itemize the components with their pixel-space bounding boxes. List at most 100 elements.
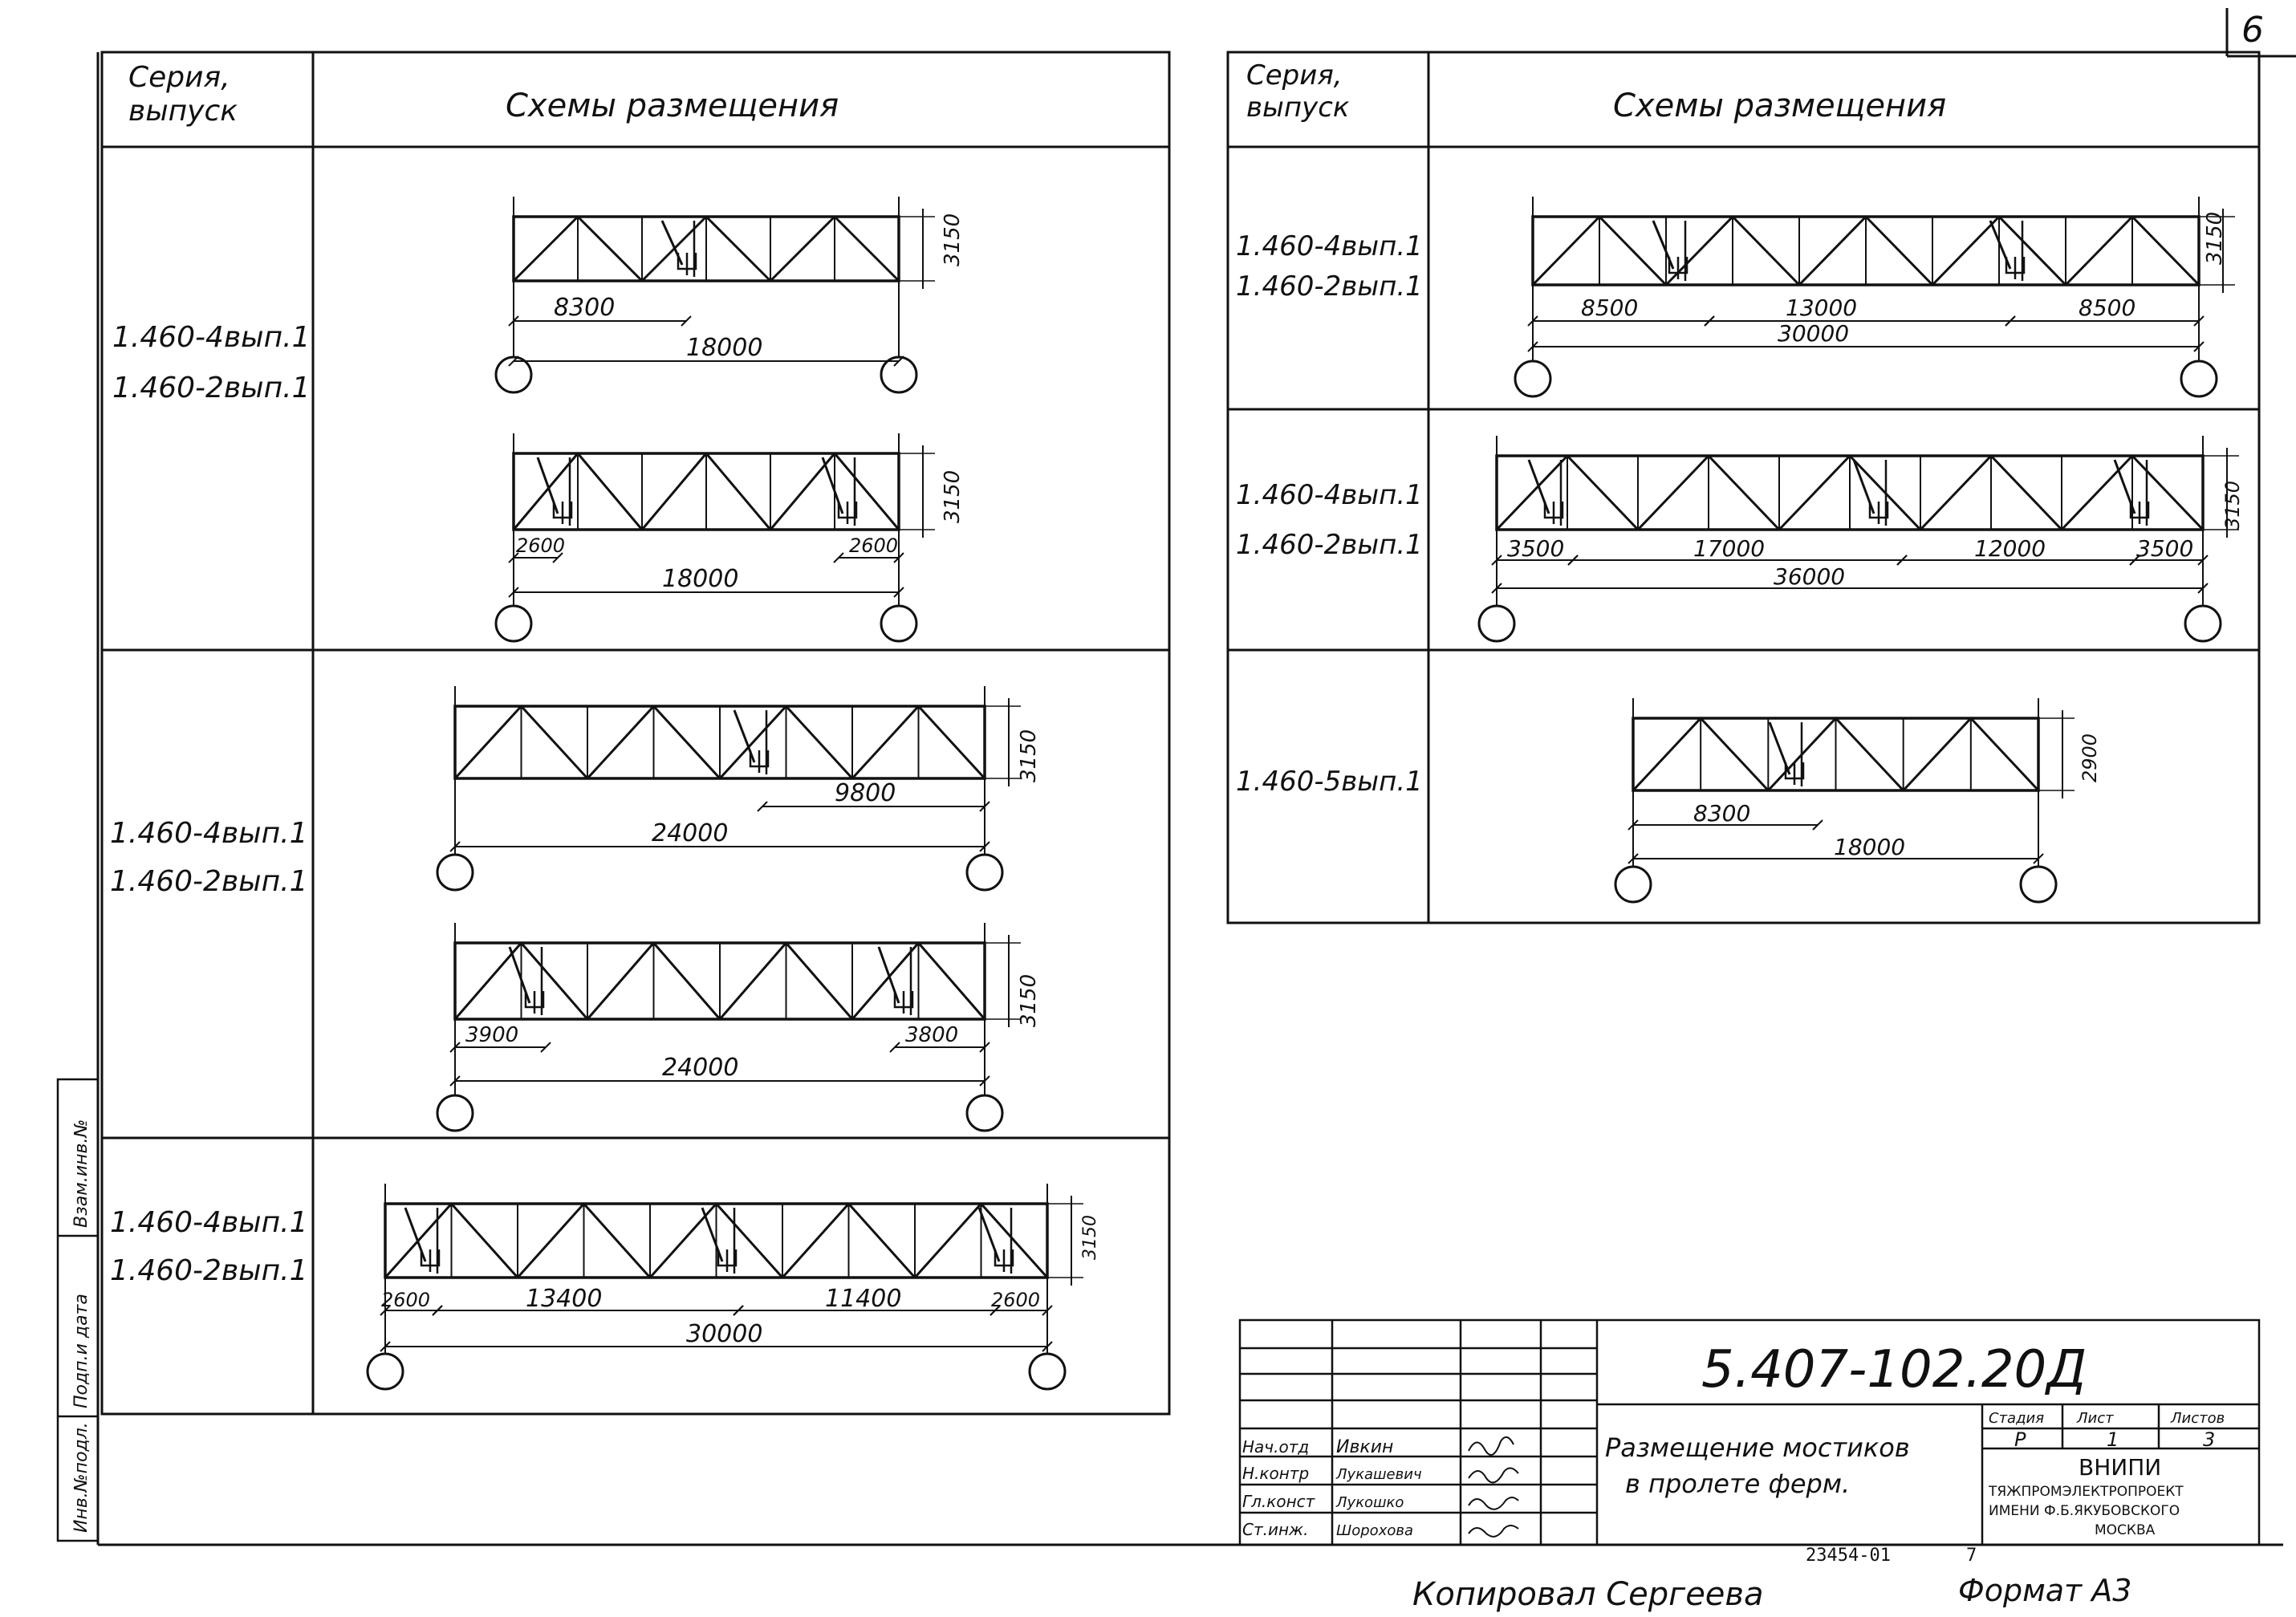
doc-title-line-1: Размещение мостиков	[1605, 1432, 1910, 1463]
sheet-header: Лист	[2076, 1410, 2114, 1427]
format-label: Формат А3	[1958, 1573, 2131, 1608]
truss-diagonal	[1700, 717, 1770, 792]
dimension-tick	[979, 801, 990, 812]
left-row3-series-2: 1.460-2вып.1	[110, 1254, 307, 1287]
dim-label: 3500	[2136, 535, 2193, 562]
dim-label: 3800	[905, 1023, 958, 1047]
dimension-tick	[979, 1075, 990, 1087]
truss-diagonal	[769, 453, 836, 530]
dimension-tick	[681, 315, 692, 327]
dimension-tick	[1628, 853, 1639, 864]
truss-diagonal	[2131, 215, 2201, 286]
dim-label: 18000	[662, 565, 738, 593]
org-line-4: МОСКВА	[2095, 1522, 2156, 1538]
dim-label: 24000	[652, 819, 728, 847]
left-row1-series-1: 1.460-4вып.1	[112, 321, 310, 354]
truss-diagonal	[1969, 717, 2040, 792]
left-table-grid	[100, 51, 1171, 1416]
truss-diagonal	[718, 942, 787, 1020]
support-circle	[494, 604, 533, 643]
support-circle	[1614, 865, 1652, 904]
truss-diagonal	[1798, 215, 1867, 286]
dimension-tick	[552, 552, 563, 563]
truss-diagonal	[2064, 215, 2134, 286]
bridge-handrail	[837, 502, 858, 524]
role-label: Н.контр	[1242, 1464, 1309, 1483]
bridge-handrail	[1784, 762, 1805, 785]
role-label: Гл.конст	[1242, 1492, 1316, 1511]
truss-diagonal	[450, 1202, 519, 1279]
truss-diagonal	[1636, 454, 1710, 531]
truss-diagonal	[576, 453, 644, 530]
side-stamp-sign: Подп.и дата	[71, 1294, 91, 1408]
bridge-handrail	[1668, 257, 1688, 279]
dim-label: 8300	[1693, 800, 1750, 827]
support-circle	[1477, 604, 1516, 643]
right-table-header: Серия, выпуск Схемы размещения	[1246, 59, 1946, 124]
dim-label: 30000	[1778, 320, 1849, 347]
dimension-tick	[449, 841, 461, 852]
dim-label: 11400	[825, 1285, 901, 1313]
truss-diagrams	[366, 197, 2239, 1391]
dim-label: 36000	[1774, 563, 1845, 590]
truss-diagonal	[1919, 454, 1993, 531]
bridge-handrail	[2005, 257, 2026, 279]
right-header-series-1: Серия,	[1246, 59, 1343, 91]
bridge-handrail	[1543, 502, 1564, 524]
support-circle	[1514, 360, 1552, 398]
truss-diagram	[1614, 698, 2075, 904]
truss-diagonal	[512, 453, 579, 530]
truss-diagonal	[516, 1202, 585, 1279]
truss-diagonal	[1835, 717, 1904, 792]
sheet-number: 6	[2241, 10, 2264, 51]
doc-title-line-2: в пролете ферм.	[1625, 1469, 1850, 1499]
truss-diagonal	[453, 705, 522, 780]
right-header-series-2: выпуск	[1246, 91, 1350, 124]
height-label: 3150	[941, 213, 965, 266]
dimension-tick	[979, 1042, 990, 1053]
truss-diagonal	[1902, 717, 1972, 792]
dimension-tick	[2193, 315, 2205, 327]
support-circle	[880, 355, 918, 394]
height-label: 3150	[1080, 1215, 1100, 1260]
bridge-handrail	[994, 1249, 1014, 1272]
truss-diagonal	[715, 1202, 784, 1279]
dim-label: 2600	[991, 1289, 1040, 1311]
left-row2-series-1: 1.460-4вып.1	[110, 817, 307, 850]
truss-diagram	[494, 197, 935, 394]
truss-diagonal	[652, 942, 721, 1020]
person-name: Лукашевич	[1335, 1466, 1422, 1483]
dimension-tick	[1567, 555, 1579, 566]
truss-diagram	[494, 433, 935, 643]
dimension-tick	[1628, 819, 1639, 831]
person-name: Шорохова	[1336, 1522, 1413, 1539]
dim-label: 2600	[516, 534, 565, 557]
side-stamp-inv: Инв.№подл.	[71, 1422, 91, 1533]
support-circle	[965, 853, 1004, 892]
dimension-tick	[979, 841, 990, 852]
truss-diagonal	[851, 705, 920, 780]
right-row2-series-1: 1.460-4вып.1	[1236, 479, 1423, 511]
support-circle	[436, 853, 474, 892]
signature	[1468, 1525, 1519, 1538]
truss-diagonal	[520, 942, 589, 1020]
dimension-tick	[2005, 315, 2016, 327]
truss-diagonal	[980, 1202, 1049, 1279]
dimension-tick	[1491, 555, 1502, 566]
sheet-info: Стадия Лист Листов Р 1 3 ВНИПИ ТЯЖПРОМЭЛ…	[1988, 1410, 2225, 1538]
left-row1-series-2: 1.460-2вып.1	[112, 372, 310, 404]
truss-diagonal	[785, 942, 854, 1020]
right-row2-series-2: 1.460-2вып.1	[1236, 529, 1423, 561]
bridge-handrail	[552, 502, 573, 524]
support-circle	[2184, 604, 2222, 643]
left-row2-series-2: 1.460-2вып.1	[110, 865, 307, 898]
right-row1-series-2: 1.460-2вып.1	[1236, 270, 1423, 303]
left-header-series-2: выпуск	[128, 95, 238, 128]
dimension-tick	[508, 552, 519, 563]
stage-header: Стадия	[1989, 1410, 2044, 1427]
truss-diagonal	[1778, 454, 1851, 531]
dimension-labels: 8300 18000 3150 2600 2600 18000 3150 980…	[381, 212, 2244, 1348]
support-circle	[880, 604, 918, 643]
title-block-roles: Нач.отд Н.контр Гл.конст Ст.инж. Ивкин Л…	[1242, 1437, 1422, 1539]
